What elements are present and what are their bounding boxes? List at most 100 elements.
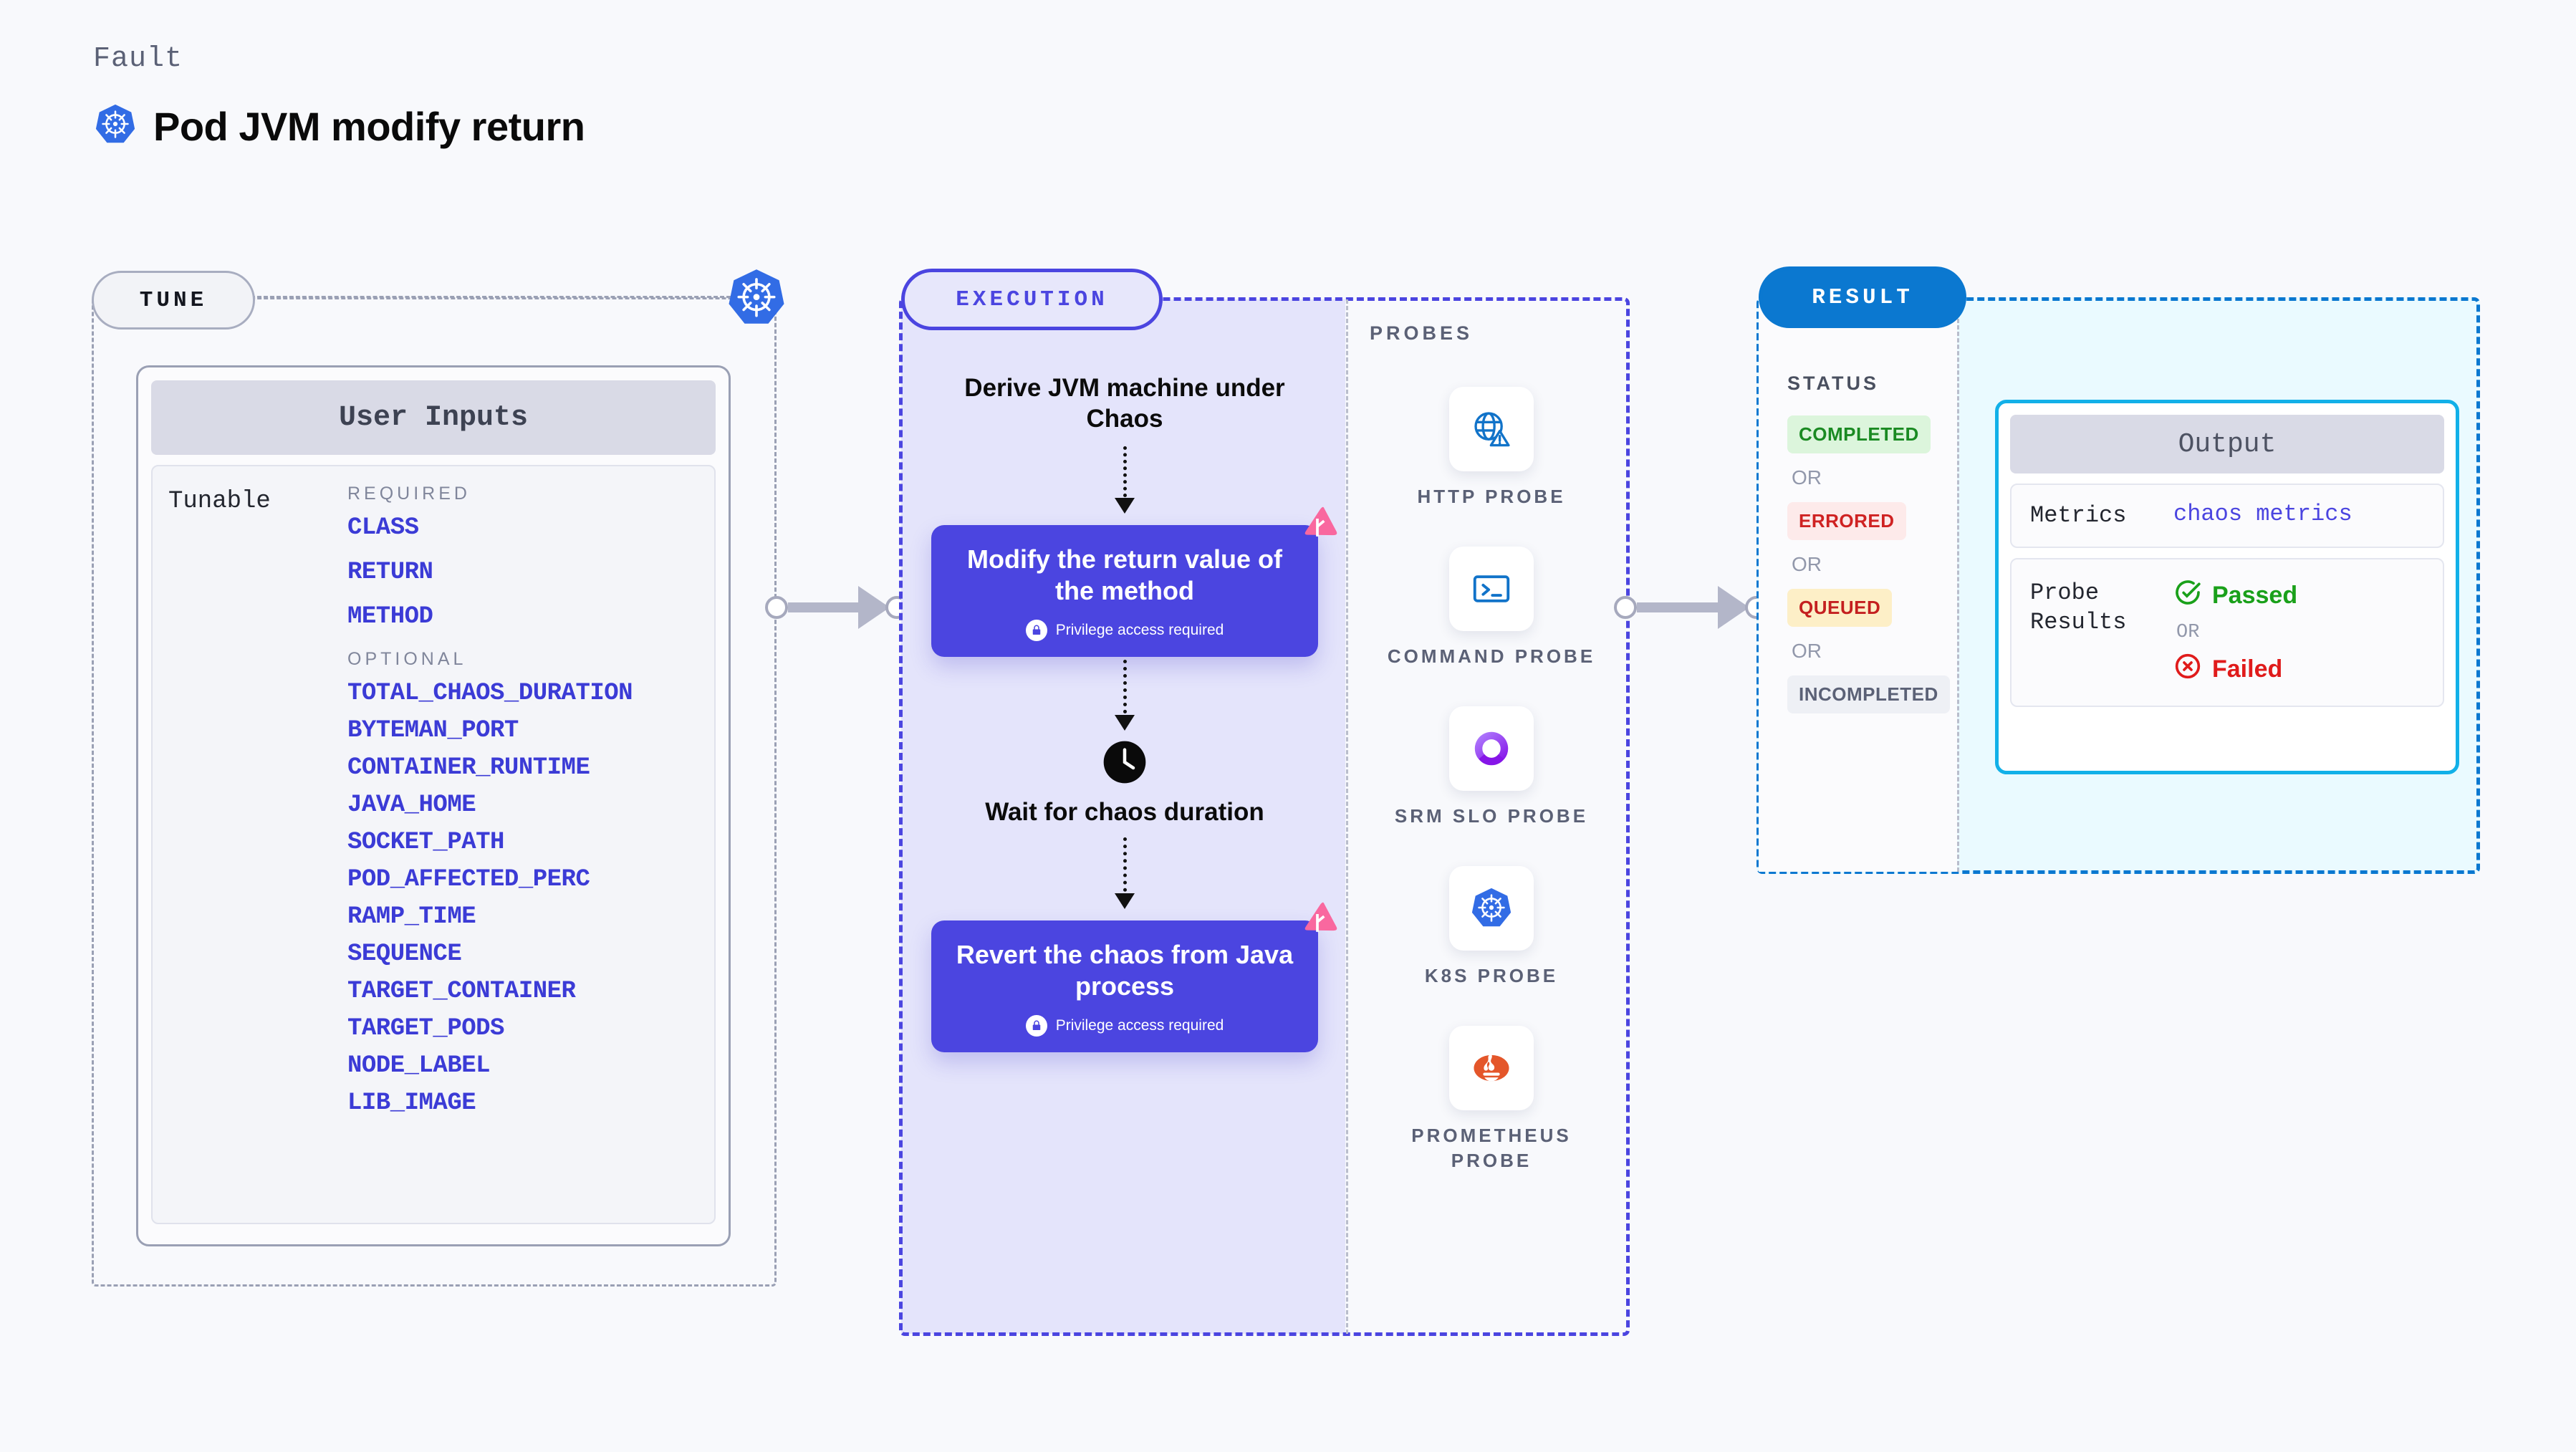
execution-probes-divider [1346,299,1348,1334]
kubernetes-icon[interactable] [1449,866,1534,951]
litmus-chaos-icon [1295,506,1340,551]
probes-list: HTTP PROBE COMMAND PROBE SRM SLO PROBE K8S … [1370,387,1613,1211]
execution-step-modify-title: Modify the return value of the method [966,544,1283,605]
connector-tune-to-execution [765,586,908,629]
probes-section-title: PROBES [1370,322,1474,344]
probe-results-row: Probe Results Passed OR Failed [2010,557,2444,707]
output-card: Output Metrics chaos metrics Probe Resul… [1995,400,2459,774]
optional-parameter[interactable]: JAVA_HOME [347,792,476,819]
required-parameter[interactable]: RETURN [347,559,433,586]
status-or-label: OR [1792,553,1822,575]
tunable-row-label: Tunable [168,488,271,515]
optional-parameter[interactable]: POD_AFFECTED_PERC [347,866,590,893]
required-parameter[interactable]: METHOD [347,603,433,630]
flow-arrow [1115,659,1135,731]
execution-step-revert-note: Privilege access required [953,1014,1297,1037]
execution-step-revert-card: Revert the chaos from Java process Privi… [931,902,1337,1052]
flow-arrow [1115,837,1135,909]
output-header: Output [2010,415,2444,473]
optional-parameter[interactable]: TOTAL_CHAOS_DURATION [347,680,633,707]
probe-item[interactable]: PROMETHEUS PROBE [1370,1026,1613,1173]
result-status-divider [1957,299,1959,872]
optional-parameter[interactable]: NODE_LABEL [347,1052,491,1080]
fault-title-row: Pod JVM modify return [93,102,585,150]
execution-panel [899,297,1630,1336]
probe-results-values: Passed OR Failed [2173,578,2424,687]
connector-line [1637,602,1718,612]
optional-parameter[interactable]: RAMP_TIME [347,903,476,931]
connector-line [788,602,858,612]
connector-dot-start [765,596,788,619]
status-or-label: OR [1792,640,1822,662]
status-badge: COMPLETED [1787,415,1931,453]
status-badge-list: COMPLETED OR ERRORED OR QUEUED OR INCOMPLETED [1787,415,1952,713]
litmus-chaos-icon [1295,902,1340,946]
probe-results-key-label: Probe Results [2030,579,2127,636]
page-header: Fault Pod JVM modify return [93,43,585,150]
flow-arrow-line [1123,659,1127,728]
lock-icon [1025,619,1047,641]
check-circle-icon [2173,578,2202,613]
optional-parameter[interactable]: LIB_IMAGE [347,1090,476,1117]
optional-parameter[interactable]: BYTEMAN_PORT [347,717,519,744]
optional-parameter[interactable]: TARGET_CONTAINER [347,978,576,1005]
prometheus-icon[interactable] [1449,1026,1534,1111]
globe-warning-icon[interactable] [1449,387,1534,471]
parameters-column: REQUIRED CLASS RETURN METHOD OPTIONAL TOTA… [347,484,707,1216]
probe-result-passed-label: Passed [2212,581,2298,609]
tune-pill-label: TUNE [92,271,255,330]
probe-item[interactable]: COMMAND PROBE [1370,547,1613,669]
terminal-icon[interactable] [1449,547,1534,632]
flow-arrow-line [1123,837,1127,906]
status-or-label: OR [1792,466,1822,489]
connector-arrowhead [858,586,890,629]
probe-item[interactable]: K8S PROBE [1370,866,1613,989]
probe-item[interactable]: HTTP PROBE [1370,387,1613,509]
status-badge: QUEUED [1787,589,1893,627]
execution-step-modify-note: Privilege access required [953,619,1297,641]
srm-slo-icon[interactable] [1449,706,1534,792]
required-parameter[interactable]: CLASS [347,514,419,542]
probe-result-or-label: OR [2176,621,2200,643]
optional-parameter-list: TOTAL_CHAOS_DURATION BYTEMAN_PORT CONTAINE… [347,680,707,1117]
connector-arrowhead [1718,586,1749,629]
fault-eyebrow-label: Fault [93,43,183,75]
probe-label: K8S PROBE [1424,965,1559,987]
flow-arrow-head [1115,714,1135,731]
execution-pill-label: EXECUTION [901,269,1163,330]
tunable-section: Tunable REQUIRED CLASS RETURN METHOD OPTIO… [151,465,716,1224]
metrics-value-wrap: chaos metrics [2173,501,2424,531]
probe-result-failed: Failed [2173,652,2424,687]
probe-label: HTTP PROBE [1417,486,1566,507]
execution-step-revert-title: Revert the chaos from Java process [956,939,1294,1001]
metrics-key-label: Metrics [2030,502,2127,529]
optional-group-title: OPTIONAL [347,649,467,669]
status-badge: ERRORED [1787,502,1906,540]
page-title: Pod JVM modify return [153,104,585,149]
flow-arrow [1115,446,1135,514]
execution-flow: Derive JVM machine under Chaos Modify th… [931,372,1337,1052]
optional-parameter[interactable]: TARGET_PODS [347,1015,504,1042]
execution-step-modify-note-text: Privilege access required [1055,621,1224,638]
lock-icon [1025,1014,1047,1037]
kubernetes-icon [93,102,138,150]
metrics-row: Metrics chaos metrics [2010,484,2444,548]
tune-dashed-connector [251,296,731,298]
required-parameter-list: CLASS RETURN METHOD [347,514,707,630]
flow-arrow-head [1115,893,1135,909]
required-group-title: REQUIRED [347,484,471,504]
probe-label: COMMAND PROBE [1387,645,1596,668]
probe-label: SRM SLO PROBE [1394,805,1589,827]
execution-step-revert-note-text: Privilege access required [1055,1016,1224,1034]
probe-label: PROMETHEUS PROBE [1411,1125,1572,1172]
status-badge: INCOMPLETED [1787,675,1950,713]
execution-step-modify-card: Modify the return value of the method Pr… [931,506,1337,657]
probe-item[interactable]: SRM SLO PROBE [1370,706,1613,829]
flow-arrow-head [1115,497,1135,514]
optional-parameter[interactable]: SEQUENCE [347,941,462,968]
optional-parameter[interactable]: SOCKET_PATH [347,829,504,856]
flow-arrow-line [1123,446,1127,511]
optional-parameter[interactable]: CONTAINER_RUNTIME [347,754,590,782]
execution-step-wait-title: Wait for chaos duration [985,797,1264,826]
